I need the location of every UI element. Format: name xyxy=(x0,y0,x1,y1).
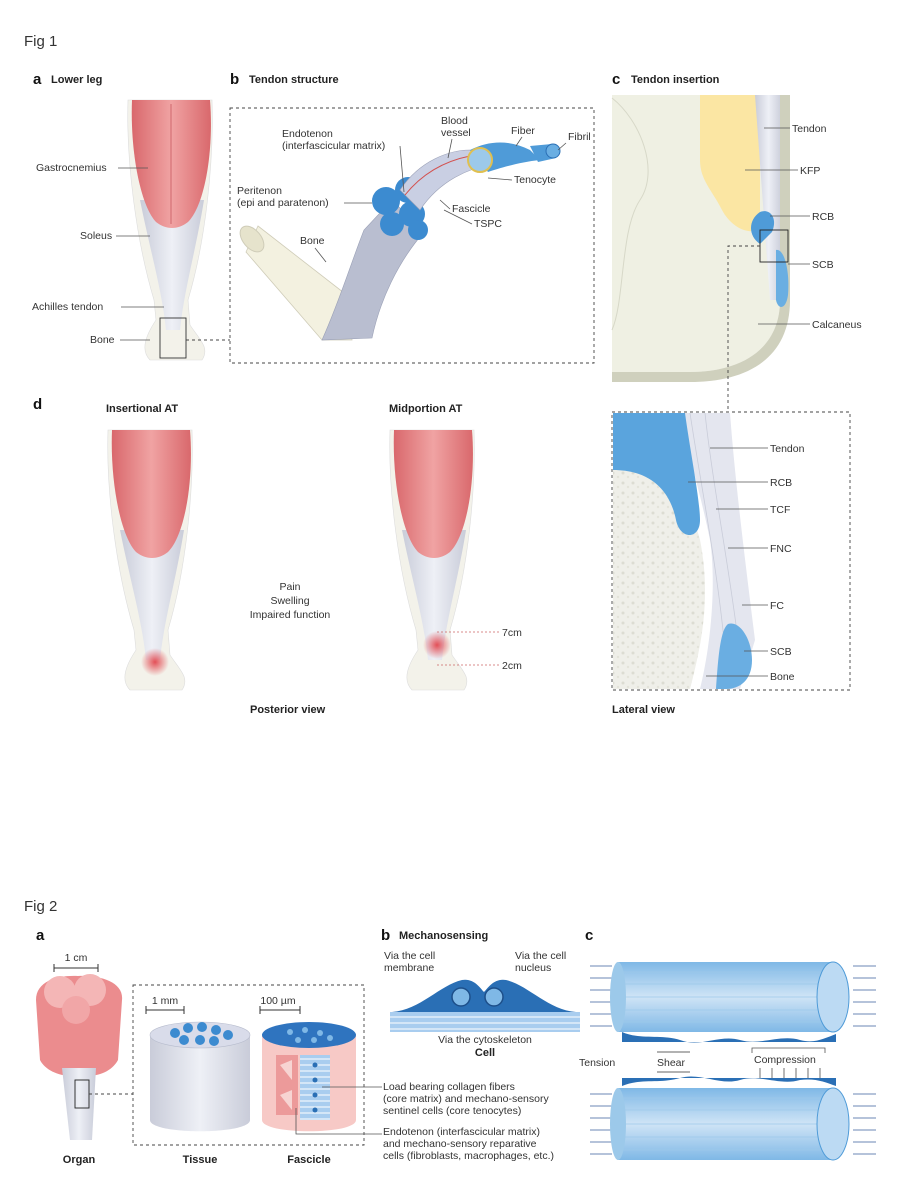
posterior-view-label: Posterior view xyxy=(250,704,326,716)
rcb-shape xyxy=(751,211,775,244)
fig1-panel-b: b Tendon structure Endotenon (interfasci… xyxy=(229,71,595,364)
fig1-panel-a: a Lower leg Gastrocnemius Soleus Achille… xyxy=(32,71,230,361)
symptom-pain: Pain xyxy=(279,581,300,593)
panel-letter: c xyxy=(612,71,620,88)
fig2-title: Fig 2 xyxy=(24,898,58,915)
fig2-panel-c: c Tension Shear Compression xyxy=(579,927,876,1161)
membrane-line2: membrane xyxy=(384,962,434,974)
lateral-view-label: Lateral view xyxy=(612,704,675,716)
rcb-zoom xyxy=(613,413,700,535)
panel-letter: d xyxy=(33,396,42,413)
cytoskeleton-label: Via the cytoskeleton xyxy=(438,1034,532,1046)
symptom-impaired-function: Impaired function xyxy=(250,609,331,621)
shear-label: Shear xyxy=(657,1057,686,1069)
label-tcf: TCF xyxy=(770,504,790,516)
inflammation-spot xyxy=(423,631,451,659)
label-fiber: Fiber xyxy=(511,125,535,137)
label-fnc: FNC xyxy=(770,543,792,555)
fig1-title: Fig 1 xyxy=(24,33,58,50)
insertional-at-title: Insertional AT xyxy=(106,403,178,415)
label-gastrocnemius: Gastrocnemius xyxy=(36,162,107,174)
label-calcaneus: Calcaneus xyxy=(812,319,862,331)
label-peritenon: Peritenon xyxy=(237,185,282,197)
fig1-panel-d: d Insertional AT Midportion AT 7cm 2cm P… xyxy=(33,396,522,716)
label-fibril: Fibril xyxy=(568,131,591,143)
label-kfp: KFP xyxy=(800,165,820,177)
panel-letter: a xyxy=(33,71,42,88)
tissue-label: Tissue xyxy=(183,1154,218,1166)
zoom-box xyxy=(159,317,187,359)
cell-body xyxy=(392,979,576,1012)
label-peritenon-sub: (epi and paratenon) xyxy=(237,197,329,209)
panel-title: Lower leg xyxy=(51,74,102,86)
fig2-panel-b: b Mechanosensing Via the cell membrane V… xyxy=(381,927,580,1059)
label-vessel: vessel xyxy=(441,127,471,139)
panel-letter: b xyxy=(381,927,390,944)
distance-7cm: 7cm xyxy=(502,627,522,639)
symptom-swelling: Swelling xyxy=(270,595,309,607)
label-endotenon: Endotenon xyxy=(282,128,333,140)
scb-zoom xyxy=(716,623,752,689)
membrane-line1: Via the cell xyxy=(384,950,435,962)
nucleus-line2: nucleus xyxy=(515,962,551,974)
panel-title: Tendon structure xyxy=(249,74,339,86)
tissue-cylinder xyxy=(150,1035,250,1132)
cell-row-bottom xyxy=(622,1076,836,1086)
midportion-at-title: Midportion AT xyxy=(389,403,463,415)
organ-label: Organ xyxy=(63,1154,96,1166)
label-tenocyte: Tenocyte xyxy=(514,174,556,186)
distance-2cm: 2cm xyxy=(502,660,522,672)
kfp-fat-pad xyxy=(700,95,760,232)
scale-1mm: 1 mm xyxy=(152,995,179,1007)
scale-100um: 100 µm xyxy=(260,995,295,1007)
label-bone: Bone xyxy=(770,671,795,683)
label-tendon: Tendon xyxy=(770,443,805,455)
panel-title: Tendon insertion xyxy=(631,74,720,86)
inflammation-spot xyxy=(141,648,169,676)
panel-letter: c xyxy=(585,927,593,944)
label-tendon: Tendon xyxy=(792,123,827,135)
note1-line2: (core matrix) and mechano-sensory xyxy=(383,1093,549,1105)
label-achilles-tendon: Achilles tendon xyxy=(32,301,103,313)
muscle-right xyxy=(393,430,473,558)
fascicle-label: Fascicle xyxy=(287,1154,330,1166)
zoom-frame xyxy=(132,984,365,1146)
label-endotenon-sub: (interfascicular matrix) xyxy=(282,140,385,152)
label-scb: SCB xyxy=(812,259,834,271)
note1-line3: sentinel cells (core tenocytes) xyxy=(383,1105,521,1117)
note1-line1: Load bearing collagen fibers xyxy=(383,1081,515,1093)
label-fascicle: Fascicle xyxy=(452,203,491,215)
fig2-panel-a: a 1 cm Organ 1 mm Tissue 100 µm Fascicle xyxy=(36,927,554,1166)
panel-letter: a xyxy=(36,927,45,944)
muscle-left xyxy=(111,430,191,558)
panel-letter: b xyxy=(230,71,239,88)
note2-line1: Endotenon (interfascicular matrix) xyxy=(383,1126,540,1138)
tension-label: Tension xyxy=(579,1057,615,1069)
label-rcb: RCB xyxy=(812,211,834,223)
label-bone: Bone xyxy=(300,235,325,247)
panel-b-frame xyxy=(229,107,595,364)
cell-label: Cell xyxy=(475,1047,495,1059)
tendon-sheet xyxy=(140,200,204,330)
note2-line3: cells (fibroblasts, macrophages, etc.) xyxy=(383,1150,554,1162)
organ-tendon xyxy=(62,1068,96,1140)
note2-line2: and mechano-sensory reparative xyxy=(383,1138,537,1150)
label-rcb: RCB xyxy=(770,477,792,489)
label-fc: FC xyxy=(770,600,784,612)
label-soleus: Soleus xyxy=(80,230,112,242)
fig1-panel-c: c Tendon insertion Tendon KFP RCB SCB Ca… xyxy=(611,71,862,716)
cell-row-top xyxy=(622,1032,836,1043)
compression-label: Compression xyxy=(754,1054,816,1066)
tendon-strip xyxy=(755,95,782,300)
label-tspc: TSPC xyxy=(474,218,502,230)
panel-title: Mechanosensing xyxy=(399,930,488,942)
label-scb: SCB xyxy=(770,646,792,658)
label-bone: Bone xyxy=(90,334,115,346)
label-blood: Blood xyxy=(441,115,468,127)
nucleus-line1: Via the cell xyxy=(515,950,566,962)
scale-1cm: 1 cm xyxy=(65,952,88,964)
scb-shape xyxy=(776,249,789,307)
